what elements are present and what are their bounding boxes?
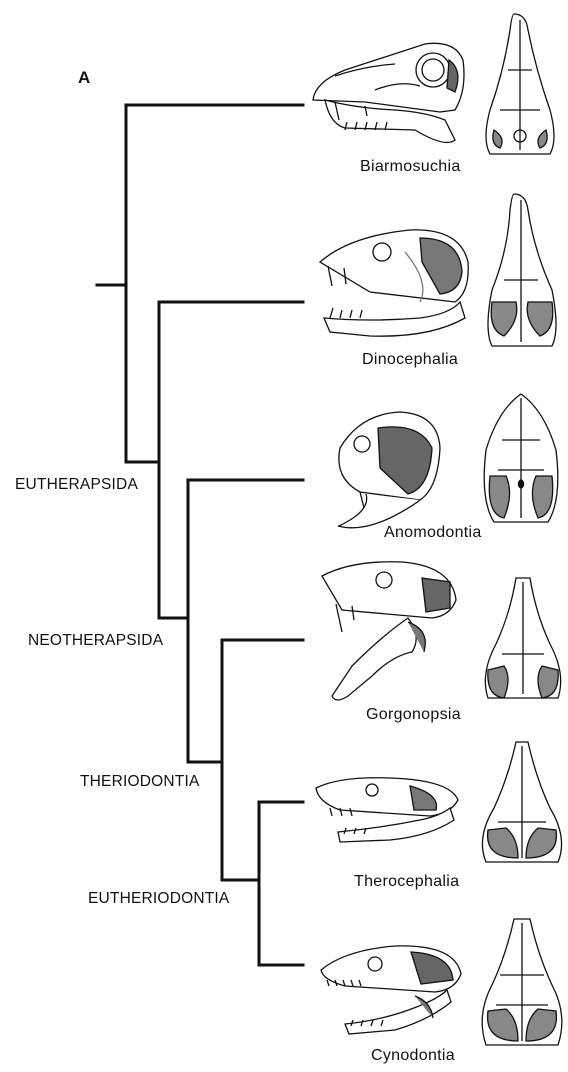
taxon-label-cynodontia: Cynodontia — [371, 1047, 455, 1065]
gorgonopsian-skull-lateral-icon — [312, 556, 462, 716]
cynodont-skull-lateral-icon — [315, 940, 465, 1045]
panel-label: A — [78, 68, 90, 88]
taxon-label-biarmosuchia: Biarmosuchia — [360, 158, 461, 176]
taxon-label-dinocephalia: Dinocephalia — [362, 351, 458, 369]
taxon-label-therocephalia: Therocephalia — [354, 873, 459, 891]
biarmosuchian-skull-dorsal-icon — [480, 10, 560, 158]
therocephalian-skull-lateral-icon — [310, 770, 462, 850]
clade-label-neotherapsida: NEOTHERAPSIDA — [28, 632, 163, 650]
dinocephalian-skull-lateral-icon — [310, 222, 475, 347]
anomodont-skull-lateral-icon — [320, 408, 445, 538]
biarmosuchian-skull-lateral-icon — [305, 30, 475, 150]
clade-label-eutherapsida: EUTHERAPSIDA — [15, 476, 138, 494]
anomodont-skull-dorsal-icon — [478, 390, 564, 528]
cynodont-skull-dorsal-icon — [478, 915, 566, 1051]
clade-label-eutheriodontia: EUTHERIODONTIA — [88, 890, 229, 908]
dinocephalian-skull-dorsal-icon — [482, 190, 562, 350]
therocephalian-skull-dorsal-icon — [478, 738, 566, 868]
clade-label-theriodontia: THERIODONTIA — [80, 773, 200, 791]
gorgonopsian-skull-dorsal-icon — [480, 574, 566, 706]
